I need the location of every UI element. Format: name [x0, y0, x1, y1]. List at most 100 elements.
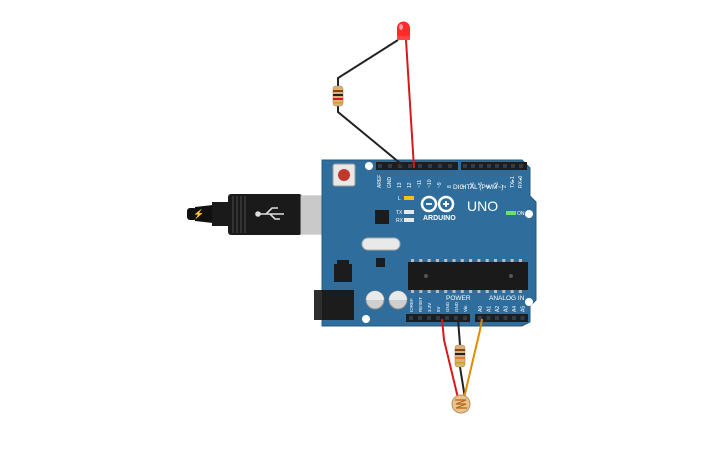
- led-l: [404, 196, 414, 200]
- digital-pin[interactable]: [398, 164, 402, 168]
- chip-pin: [494, 290, 497, 293]
- resistor[interactable]: [332, 85, 344, 107]
- digital-pin[interactable]: [428, 164, 432, 168]
- on-label: ON: [517, 211, 525, 217]
- analog-pin[interactable]: [495, 316, 499, 320]
- chip-pin: [452, 259, 456, 262]
- digital-pin-label: 2: [502, 185, 508, 188]
- digital-pin[interactable]: [511, 164, 515, 168]
- digital-pin-label: ~9: [437, 182, 443, 188]
- digital-pin-label: AREF: [377, 175, 383, 188]
- chip-pin: [460, 290, 464, 293]
- led-red[interactable]: [397, 21, 410, 40]
- chip-pin: [444, 259, 448, 262]
- small-chip: [376, 258, 385, 267]
- digital-pin[interactable]: [378, 164, 382, 168]
- digital-pin[interactable]: [471, 164, 475, 168]
- power-pin-label: IOREF: [409, 298, 414, 312]
- power-label: POWER: [446, 295, 471, 302]
- usb-cable-boot: [195, 205, 213, 223]
- analog-pin-label: A2: [495, 306, 501, 312]
- digital-pin[interactable]: [418, 164, 422, 168]
- chip-pin: [477, 290, 481, 293]
- chip-pin: [502, 259, 506, 262]
- resistor[interactable]: [454, 344, 466, 368]
- analog-pin-label: A0: [478, 306, 484, 312]
- power-pin[interactable]: [409, 316, 413, 320]
- digital-pin-label: 13: [397, 182, 403, 188]
- analog-pin-label: A1: [487, 306, 493, 312]
- chip-pin: [411, 290, 414, 293]
- digital-pin-label: ~3: [494, 182, 500, 188]
- usb-cable-strain-relief: [212, 202, 230, 226]
- digital-pin-label: 8: [447, 185, 453, 188]
- digital-pin[interactable]: [388, 164, 392, 168]
- led-rx: [404, 218, 414, 222]
- analog-pin[interactable]: [486, 316, 491, 320]
- digital-pin-label: 12: [407, 182, 413, 188]
- analog-label: ANALOG IN: [489, 295, 525, 302]
- photoresistor[interactable]: [451, 394, 471, 414]
- chip-pin: [485, 290, 489, 293]
- power-pin[interactable]: [436, 316, 440, 320]
- wire-orange-a0[interactable]: [463, 318, 483, 399]
- digital-pin[interactable]: [448, 164, 452, 168]
- analog-pin[interactable]: [478, 316, 482, 320]
- digital-pin[interactable]: [495, 164, 499, 168]
- wire-black-resistor-gnd[interactable]: [337, 104, 407, 169]
- wire-black-resistor-sensor[interactable]: [459, 366, 466, 399]
- lightning-bolt-icon: ⚡: [193, 208, 204, 220]
- power-pin[interactable]: [463, 316, 467, 320]
- chip-pin: [485, 259, 489, 262]
- led-circuit[interactable]: [332, 21, 415, 169]
- digital-pin[interactable]: [438, 164, 442, 168]
- digital-header-left[interactable]: [376, 162, 458, 170]
- digital-label: DIGITAL (PWM~): [453, 184, 503, 191]
- digital-pin-label: ~10: [427, 179, 433, 188]
- wire-red-5v[interactable]: [441, 318, 459, 399]
- digital-pin[interactable]: [503, 164, 507, 168]
- digital-pin-label: 7: [462, 185, 468, 188]
- chip-pin: [518, 290, 522, 293]
- chip-pin: [452, 290, 456, 293]
- digital-pin[interactable]: [408, 164, 412, 168]
- analog-header[interactable]: [475, 314, 528, 322]
- digital-pin-label: 4: [486, 185, 492, 188]
- analog-pin[interactable]: [503, 316, 508, 320]
- digital-pin[interactable]: [463, 164, 467, 168]
- power-pin[interactable]: [445, 316, 449, 320]
- wire-red-led[interactable]: [405, 39, 415, 169]
- chip-pin: [469, 259, 473, 262]
- mounting-hole: [525, 210, 533, 218]
- led-on: [506, 211, 516, 215]
- chip-pin: [510, 290, 514, 293]
- digital-pin[interactable]: [487, 164, 491, 168]
- digital-pin-label: GND: [387, 177, 393, 189]
- digital-header-right[interactable]: [461, 162, 527, 170]
- arduino-infinity-logo: [420, 195, 455, 213]
- power-pin[interactable]: [454, 316, 458, 320]
- chip-pin: [460, 259, 464, 262]
- analog-pin-label: A5: [521, 306, 527, 312]
- wire-black-led-resistor[interactable]: [337, 39, 399, 88]
- analog-pin[interactable]: [520, 316, 525, 320]
- wire-black-gnd[interactable]: [457, 318, 461, 346]
- digital-pin[interactable]: [479, 164, 483, 168]
- digital-pin[interactable]: [519, 164, 523, 168]
- power-pin-label: Vin: [463, 305, 468, 312]
- chip-pin: [419, 290, 423, 293]
- usb-trident-icon: [255, 207, 284, 220]
- analog-pin-label: A3: [504, 306, 510, 312]
- power-pin[interactable]: [427, 316, 431, 320]
- usb-interface-chip: [375, 210, 389, 224]
- sensor-circuit[interactable]: [441, 318, 483, 414]
- chip-pin: [494, 259, 497, 262]
- power-pin-label: RESET: [418, 297, 423, 312]
- power-pin-label: 3.3V: [427, 303, 432, 312]
- power-pin-label: GND: [454, 301, 459, 312]
- analog-pin[interactable]: [512, 316, 516, 320]
- power-pin[interactable]: [418, 316, 422, 320]
- chip-pin: [444, 290, 448, 293]
